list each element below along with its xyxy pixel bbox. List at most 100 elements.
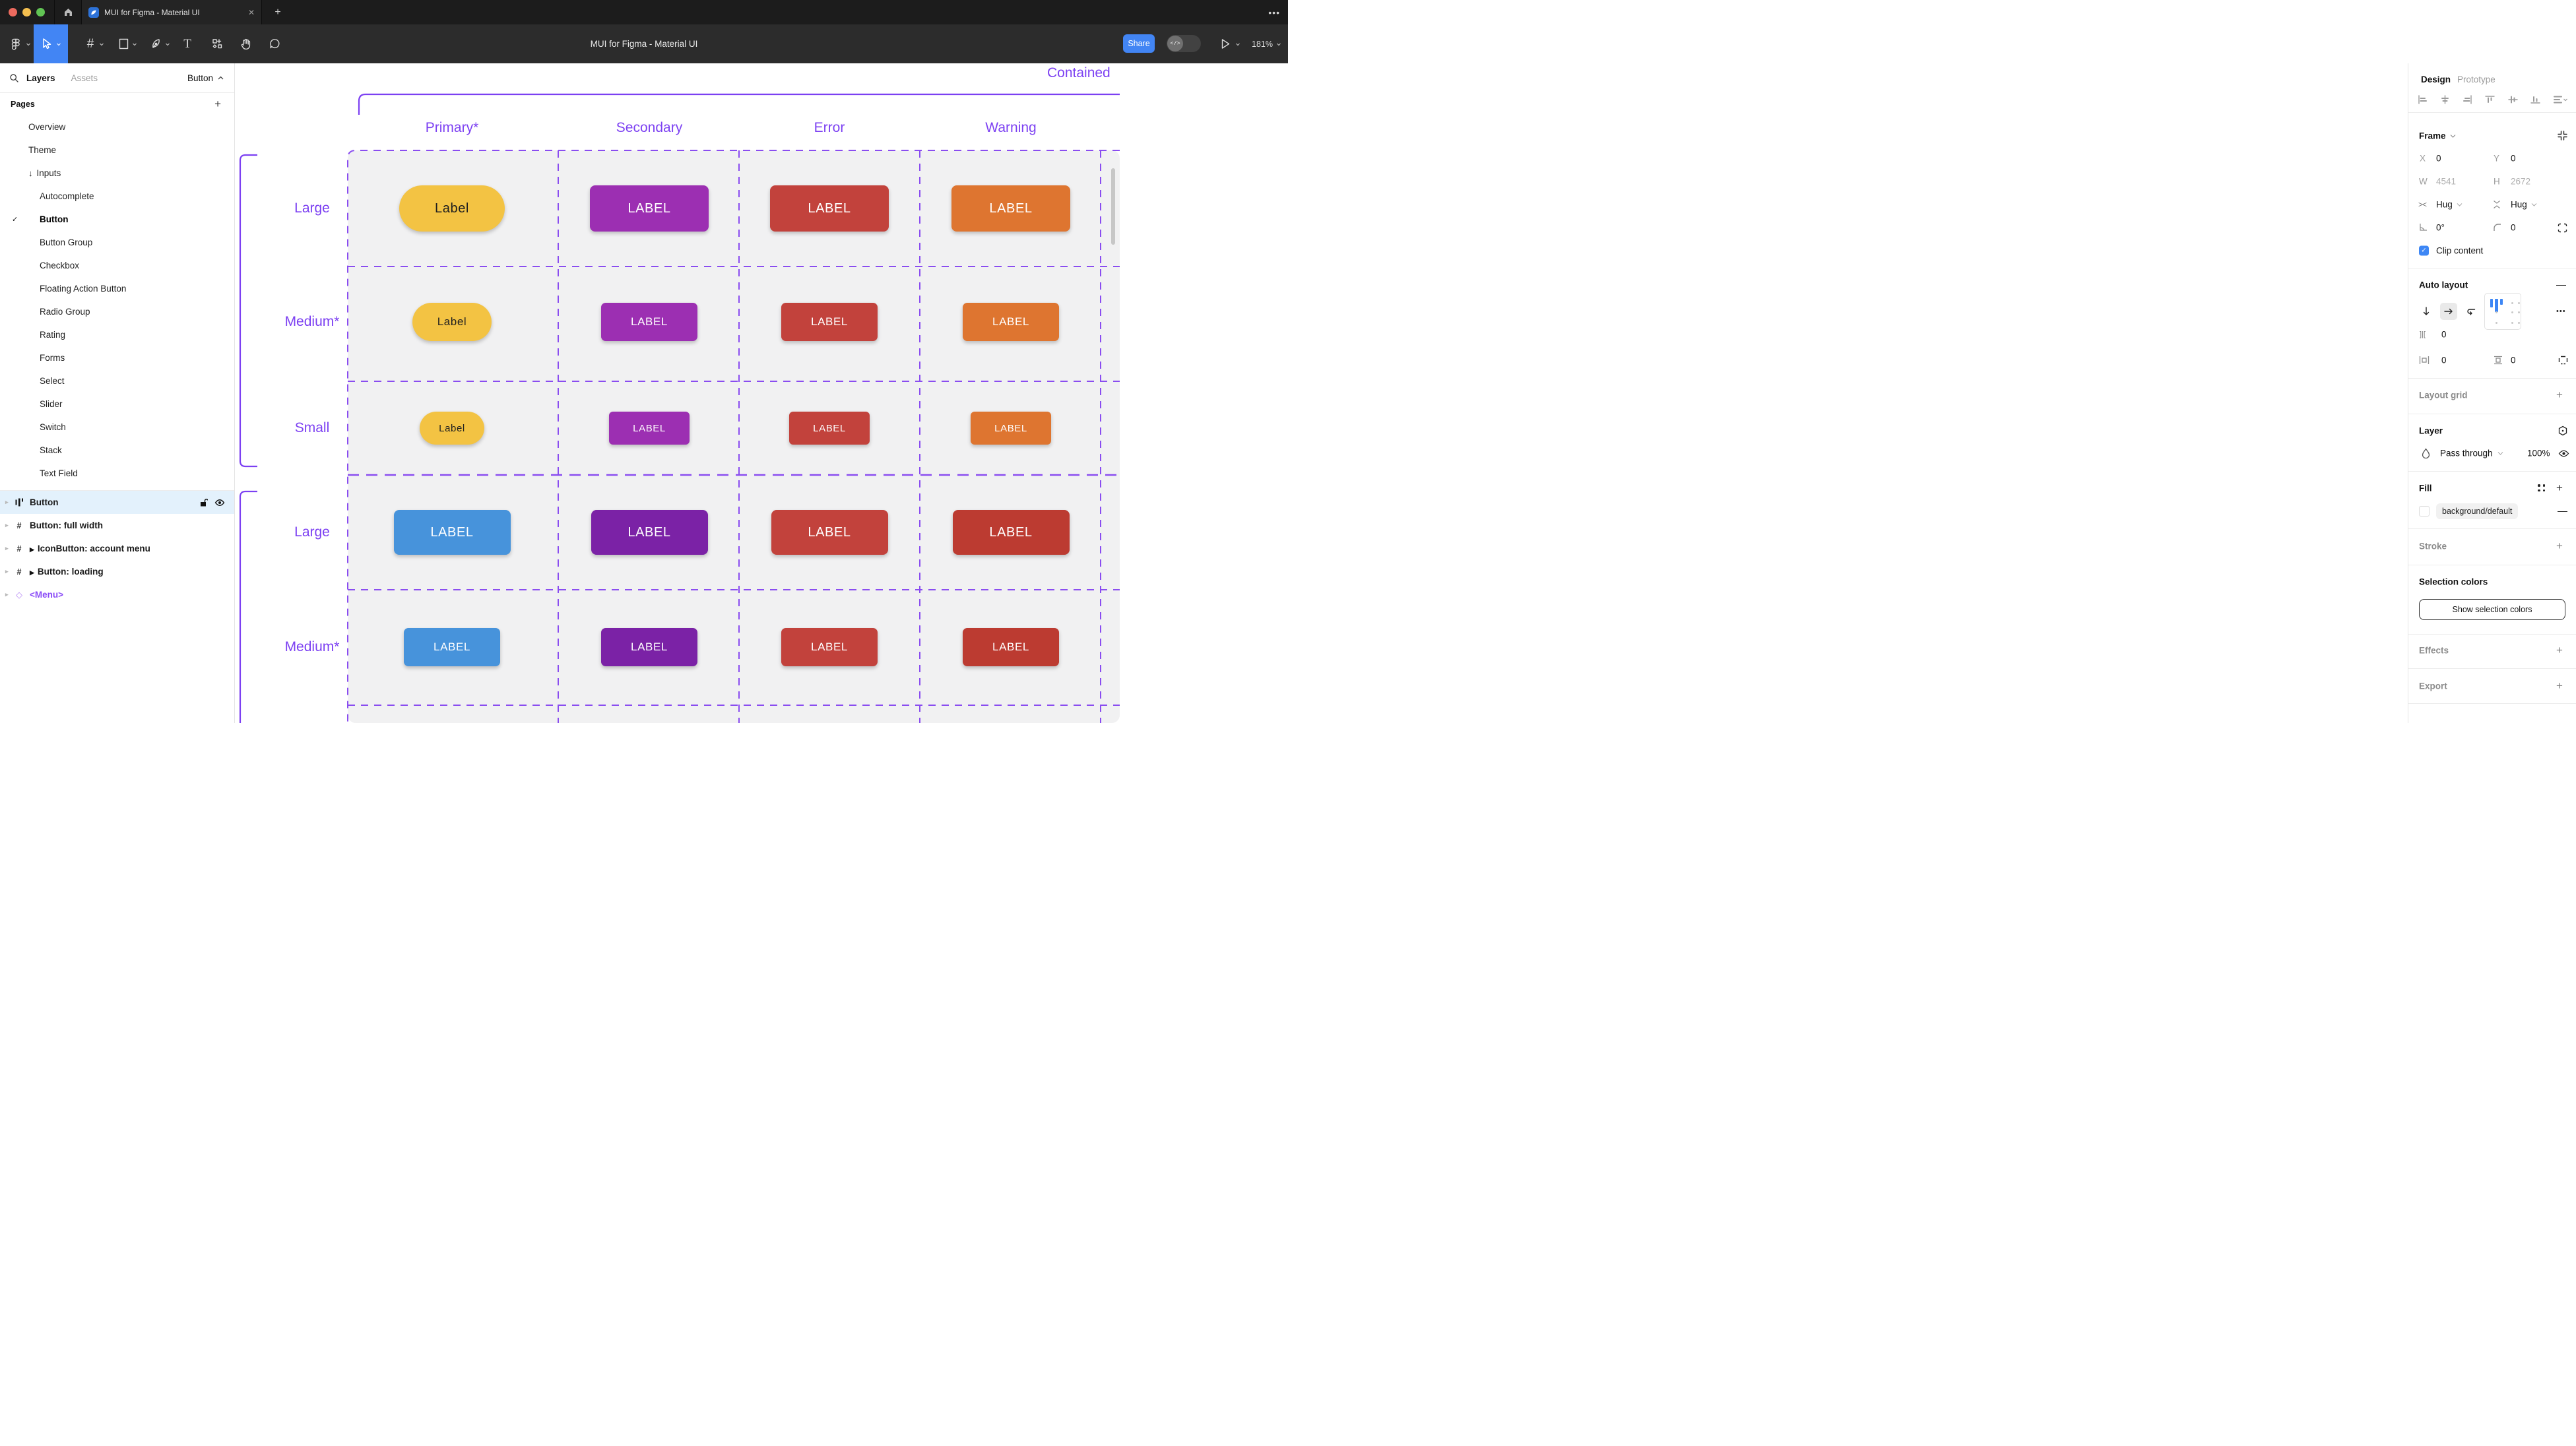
canvas-button[interactable]: LABEL xyxy=(789,412,870,445)
align-left-icon[interactable] xyxy=(2418,95,2428,104)
canvas-button[interactable]: LABEL xyxy=(590,185,709,232)
align-top-icon[interactable] xyxy=(2485,95,2496,104)
canvas-button[interactable]: LABEL xyxy=(393,510,511,555)
page-list-item[interactable]: ✓ ↓ Inputs xyxy=(0,162,234,185)
tab-layers[interactable]: Layers xyxy=(26,73,55,83)
search-icon[interactable] xyxy=(9,73,19,83)
collapse-arrow-icon[interactable]: ↓ xyxy=(28,168,33,178)
main-menu-button[interactable] xyxy=(7,24,25,63)
vertical-padding-input[interactable]: 0 xyxy=(2511,355,2516,365)
height-input[interactable]: 2672 xyxy=(2511,176,2531,187)
blend-mode-dropdown[interactable]: Pass through xyxy=(2440,449,2503,458)
fill-styles-icon[interactable] xyxy=(2538,484,2546,492)
auto-layout-alignment-grid[interactable] xyxy=(2484,293,2521,330)
page-list-item[interactable]: ✓ Overview xyxy=(0,115,234,139)
remove-fill-button[interactable]: — xyxy=(2558,505,2567,517)
canvas-button[interactable]: LABEL xyxy=(591,510,708,555)
frame-tool-chevron-icon[interactable] xyxy=(99,42,104,47)
shape-tool-button[interactable] xyxy=(115,24,132,63)
canvas-button[interactable]: LABEL xyxy=(770,185,889,232)
tab-close-icon[interactable]: ✕ xyxy=(247,7,255,17)
canvas-button[interactable]: LABEL xyxy=(963,628,1059,666)
expand-chevron-icon[interactable]: ▸ xyxy=(5,545,9,551)
width-input[interactable]: 4541 xyxy=(2436,176,2457,187)
align-right-icon[interactable] xyxy=(2463,95,2472,104)
dev-mode-toggle[interactable]: </> xyxy=(1167,35,1201,52)
x-input[interactable]: 0 xyxy=(2436,153,2441,164)
align-bottom-icon[interactable] xyxy=(2530,95,2540,104)
new-tab-button[interactable]: + xyxy=(274,6,281,18)
horizontal-sizing-dropdown[interactable]: Hug xyxy=(2436,200,2463,210)
direction-horizontal-button[interactable] xyxy=(2440,303,2457,320)
auto-layout-more-button[interactable]: ••• xyxy=(2556,307,2566,315)
expand-chevron-icon[interactable]: ▸ xyxy=(5,591,9,598)
page-list-item[interactable]: ✓ Slider xyxy=(0,393,234,416)
hand-tool-button[interactable] xyxy=(237,24,254,63)
canvas-scrollbar[interactable] xyxy=(1111,168,1115,245)
comment-tool-button[interactable] xyxy=(266,24,283,63)
shrink-panel-icon[interactable] xyxy=(2558,131,2567,141)
menu-chevron-icon[interactable] xyxy=(26,42,31,47)
direction-wrap-button[interactable] xyxy=(2463,303,2480,320)
blend-mode-icon[interactable] xyxy=(2558,425,2568,436)
canvas-button[interactable]: LABEL xyxy=(951,185,1070,232)
expand-chevron-icon[interactable]: ▸ xyxy=(5,499,9,505)
titlebar-more-icon[interactable]: ••• xyxy=(1268,7,1280,18)
shape-tool-chevron-icon[interactable] xyxy=(132,42,137,47)
align-vertical-center-icon[interactable] xyxy=(2507,95,2518,104)
distribute-menu[interactable] xyxy=(2553,95,2568,104)
fill-token-chip[interactable]: background/default xyxy=(2436,503,2519,519)
share-button[interactable]: Share xyxy=(1123,34,1155,53)
layer-row[interactable]: ▸ # ◇ ▶<Menu> xyxy=(0,583,234,606)
tab-assets[interactable]: Assets xyxy=(71,73,98,83)
canvas-button[interactable]: LABEL xyxy=(601,303,697,341)
pen-tool-chevron-icon[interactable] xyxy=(165,42,170,47)
clip-content-checkbox[interactable]: ✓ xyxy=(2419,245,2429,256)
layer-visibility-eye-icon[interactable] xyxy=(2558,449,2569,458)
canvas-button[interactable]: LABEL xyxy=(971,412,1051,445)
canvas-button[interactable]: LABEL xyxy=(609,412,690,445)
minimize-window-button[interactable] xyxy=(22,8,31,16)
text-tool-button[interactable]: T xyxy=(183,36,191,51)
frame-tool-button[interactable]: # xyxy=(86,36,94,51)
home-button[interactable] xyxy=(54,0,82,24)
canvas-button[interactable]: LABEL xyxy=(601,628,697,666)
corner-radius-input[interactable]: 0 xyxy=(2511,222,2516,233)
page-list-item[interactable]: ✓ Autocomplete xyxy=(0,185,234,208)
frame-title[interactable]: Contained xyxy=(1047,65,1111,80)
rotation-input[interactable]: 0° xyxy=(2436,222,2445,233)
page-list-item[interactable]: ✓ Theme xyxy=(0,139,234,162)
expand-chevron-icon[interactable]: ▸ xyxy=(5,568,9,575)
move-tool-button[interactable] xyxy=(34,24,68,63)
page-list-item[interactable]: ✓ Button Group xyxy=(0,231,234,254)
close-window-button[interactable] xyxy=(9,8,17,16)
pen-tool-button[interactable] xyxy=(148,24,165,63)
independent-padding-icon[interactable] xyxy=(2558,356,2568,365)
opacity-input[interactable]: 100% xyxy=(2527,448,2550,458)
y-input[interactable]: 0 xyxy=(2511,153,2516,164)
layer-row[interactable]: ▸ # ◇ ▶Button: full width xyxy=(0,514,234,537)
add-layout-grid-button[interactable]: + xyxy=(2556,389,2563,401)
page-list-item[interactable]: ✓ Radio Group xyxy=(0,300,234,323)
independent-corners-icon[interactable] xyxy=(2558,223,2567,233)
present-chevron-icon[interactable] xyxy=(1235,42,1240,47)
add-page-button[interactable]: + xyxy=(214,98,221,110)
unlock-icon[interactable] xyxy=(199,498,208,507)
tab-prototype[interactable]: Prototype xyxy=(2457,75,2496,84)
page-list-item[interactable]: ✓ Select xyxy=(0,369,234,393)
file-tab[interactable]: MUI for Figma - Material UI ✕ xyxy=(82,0,261,24)
page-list-item[interactable]: ✓ Rating xyxy=(0,323,234,346)
canvas-button[interactable]: Label xyxy=(412,303,492,341)
align-horizontal-center-icon[interactable] xyxy=(2440,95,2450,104)
add-stroke-button[interactable]: + xyxy=(2556,540,2563,552)
frame-type-dropdown[interactable]: Frame xyxy=(2419,131,2456,141)
page-list-item[interactable]: ✓ Button xyxy=(0,208,234,231)
page-list-item[interactable]: ✓ Floating Action Button xyxy=(0,277,234,300)
zoom-control[interactable]: 181% xyxy=(1252,24,1281,63)
add-effect-button[interactable]: + xyxy=(2556,644,2563,656)
remove-auto-layout-button[interactable]: — xyxy=(2556,279,2566,291)
canvas-button[interactable]: LABEL xyxy=(771,510,888,555)
canvas-button[interactable]: LABEL xyxy=(781,628,878,666)
tab-design[interactable]: Design xyxy=(2421,75,2451,84)
canvas-button[interactable]: LABEL xyxy=(963,303,1059,341)
